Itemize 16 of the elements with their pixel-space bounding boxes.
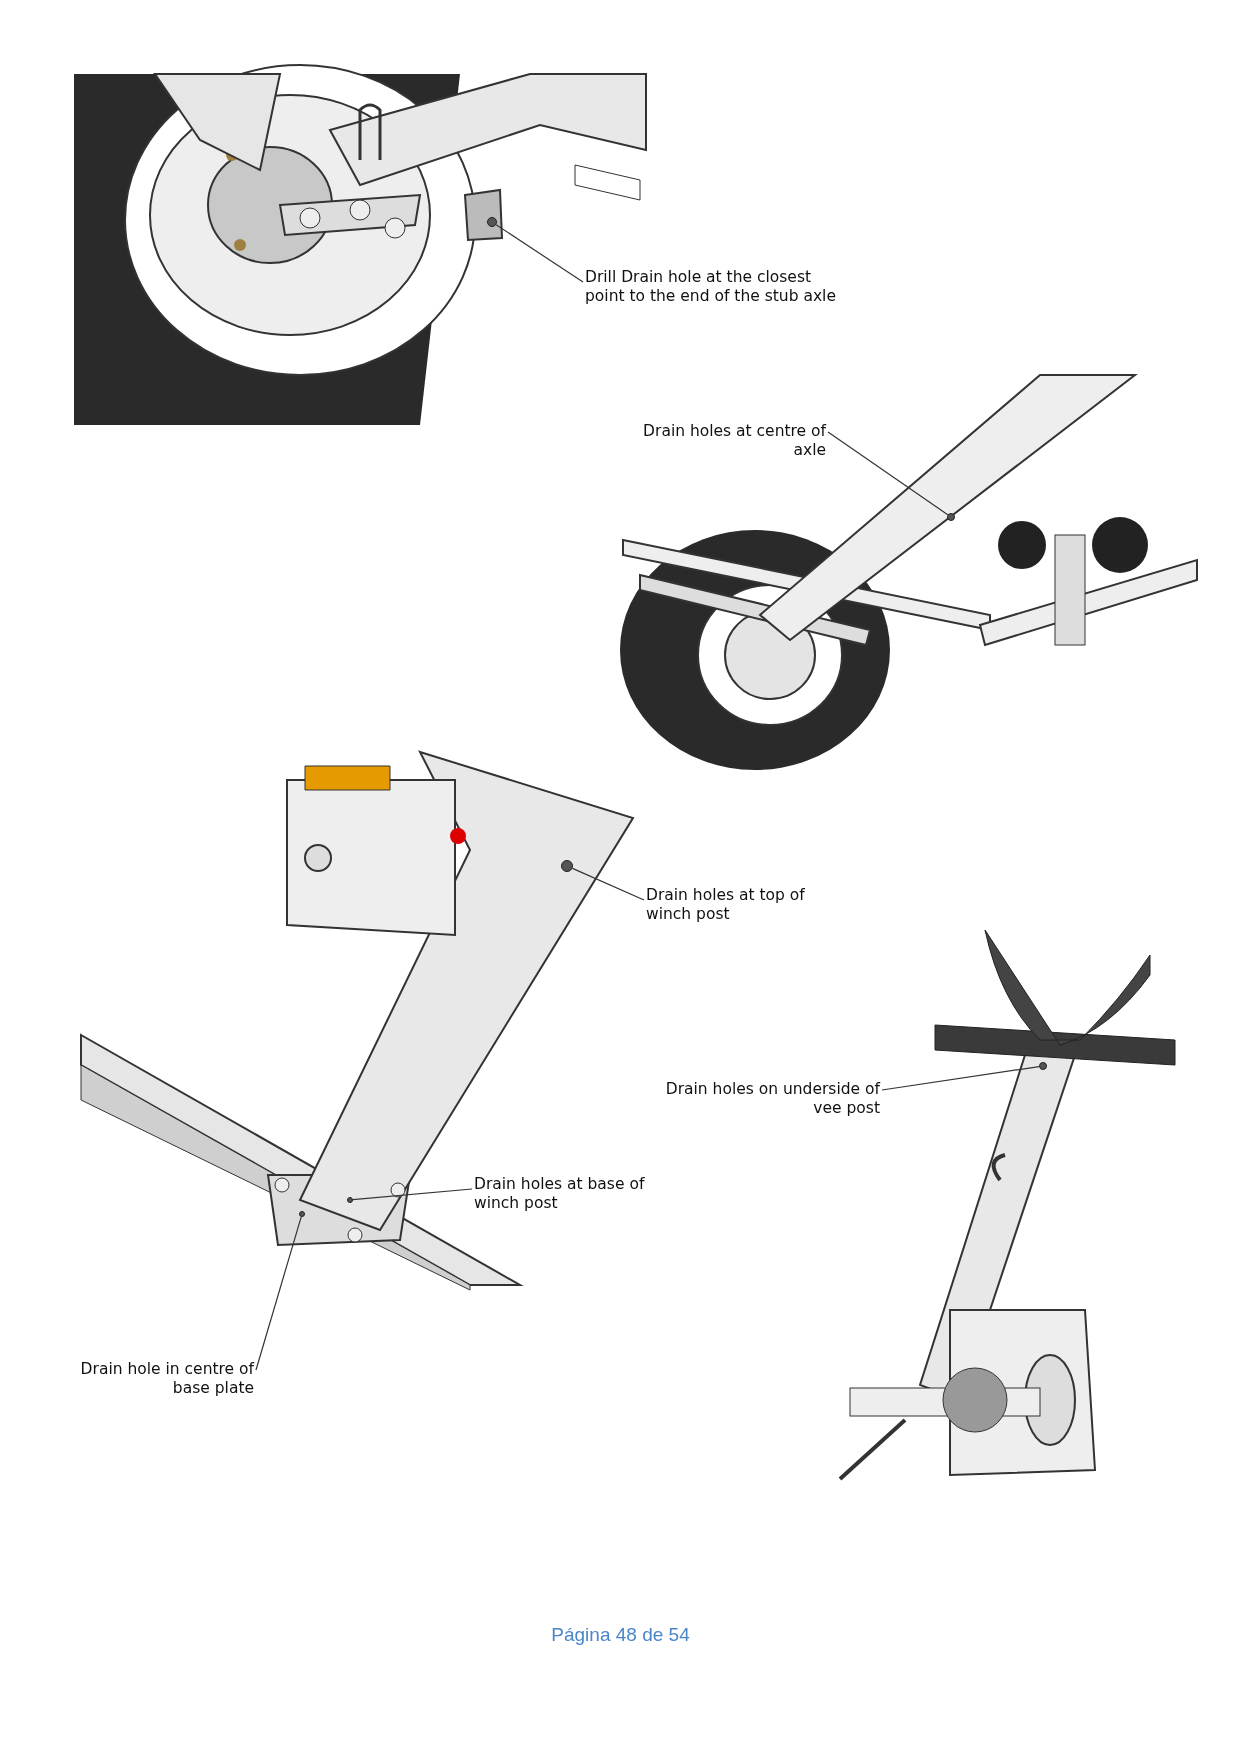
- drain-hole: [347, 1197, 353, 1203]
- drain-hole: [299, 1211, 305, 1217]
- leader-line: [571, 867, 645, 901]
- callout-text: Drill Drain hole at the closest point to the end of the stub axle: [585, 268, 855, 306]
- leader-line: [827, 431, 949, 516]
- drain-hole: [487, 217, 497, 227]
- drain-hole: [1039, 1062, 1047, 1070]
- callout-text: Drain hole in centre of base plate: [54, 1360, 254, 1398]
- leader-line: [352, 1188, 473, 1201]
- callout-text: Drain holes at centre of axle: [626, 422, 826, 460]
- drain-hole: [947, 513, 955, 521]
- callout-text: Drain holes at top of winch post: [646, 886, 846, 924]
- page-number: Página 48 de 54: [550, 1624, 691, 1646]
- leader-line: [255, 1216, 302, 1371]
- callout-text: Drain holes on underside of vee post: [640, 1080, 880, 1118]
- callout-text: Drain holes at base of winch post: [474, 1175, 674, 1213]
